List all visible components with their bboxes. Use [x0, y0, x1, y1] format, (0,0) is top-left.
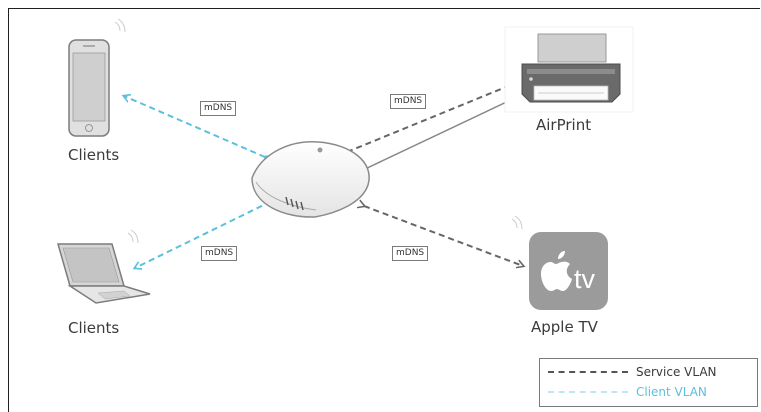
apple-tv-label: Apple TV — [531, 318, 598, 336]
mdns-tag-printer: mDNS — [390, 94, 427, 109]
printer-icon — [504, 26, 634, 113]
legend-service-label: Service VLAN — [636, 365, 717, 379]
access-point-icon — [251, 141, 370, 218]
apple-tv-screen-text: tv — [574, 264, 596, 294]
link-appletv-ap — [364, 206, 523, 266]
airprint-label: AirPrint — [536, 116, 592, 134]
link-phone-ap — [124, 96, 265, 157]
wifi-signal-icon — [511, 215, 523, 230]
legend-client-label: Client VLAN — [636, 385, 707, 399]
legend-client-line — [548, 391, 628, 393]
diagram-frame — [8, 8, 760, 412]
laptop-icon — [57, 243, 151, 304]
mdns-tag-appletv: mDNS — [392, 246, 429, 261]
legend-row-service: Service VLAN — [548, 363, 717, 381]
link-printer-ap — [347, 80, 523, 152]
legend-service-line — [548, 371, 628, 373]
laptop-client-label: Clients — [68, 319, 120, 337]
legend: Service VLAN Client VLAN — [539, 358, 758, 407]
phone-client-label: Clients — [68, 146, 120, 164]
mdns-tag-phone: mDNS — [200, 101, 237, 116]
link-laptop-ap — [135, 197, 280, 268]
phone-icon — [68, 39, 110, 137]
apple-tv-icon: tv — [529, 232, 608, 310]
wifi-signal-icon — [114, 18, 126, 33]
wifi-signal-icon — [127, 229, 139, 244]
mdns-tag-laptop: mDNS — [201, 246, 238, 261]
legend-row-client: Client VLAN — [548, 383, 707, 401]
